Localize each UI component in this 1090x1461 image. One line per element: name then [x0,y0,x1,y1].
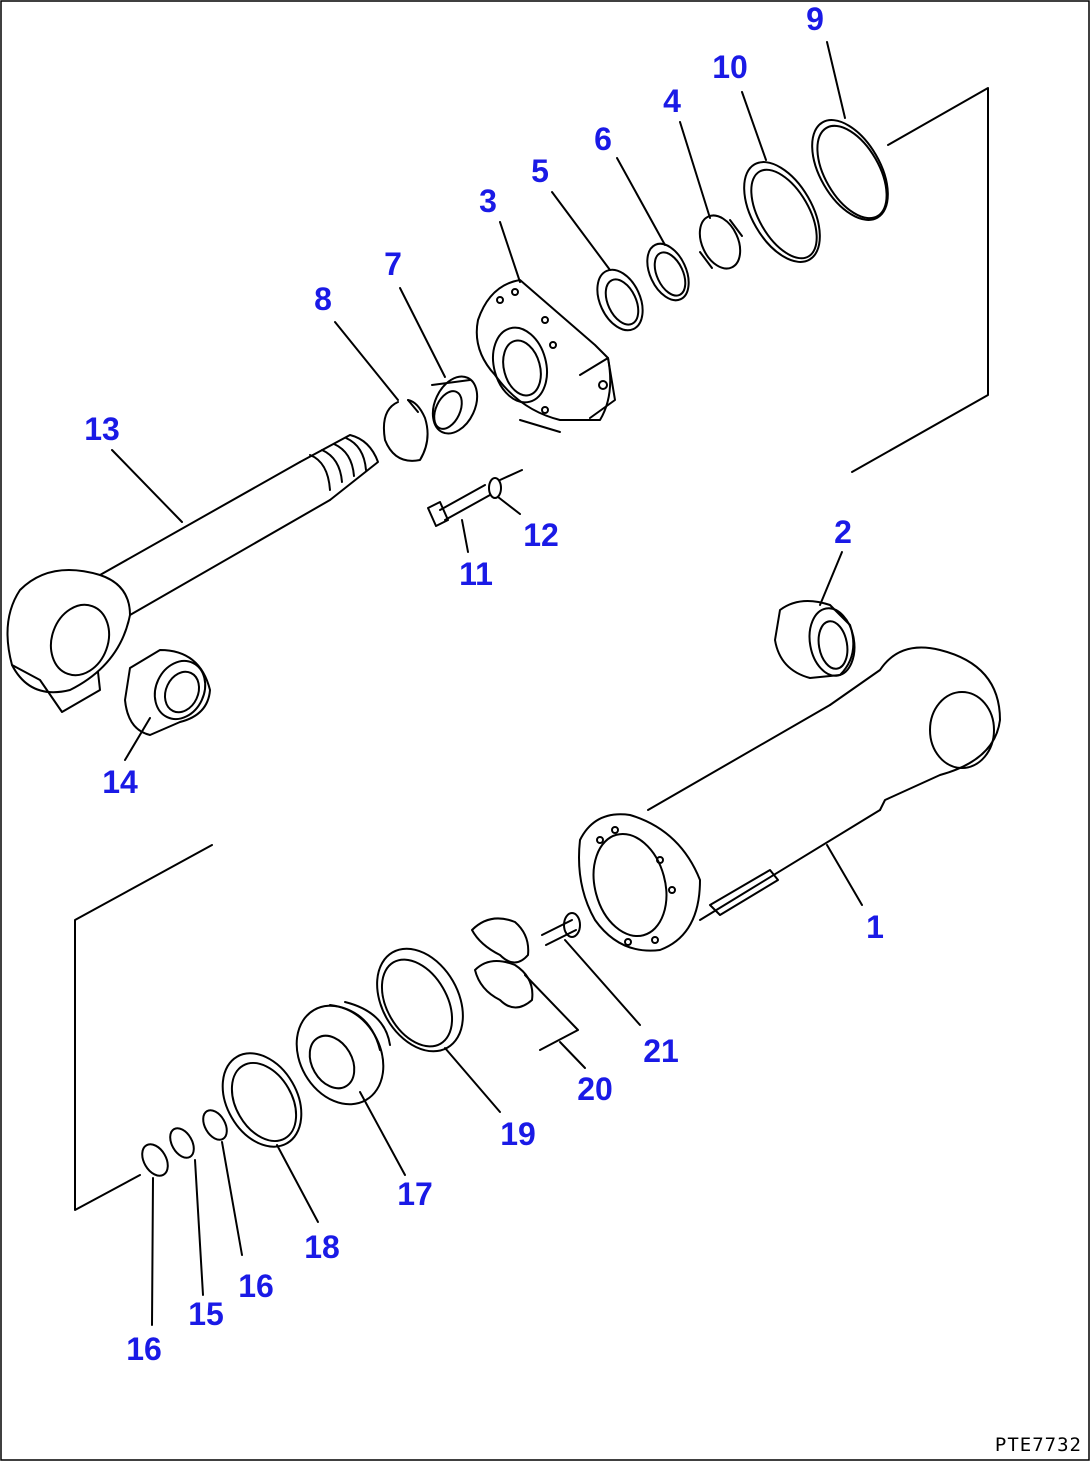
callout-21: 21 [643,1033,679,1069]
part-screw-21 [541,912,581,946]
callout-4: 4 [663,83,681,119]
callout-16-upper: 16 [238,1268,274,1304]
callout-12: 12 [523,517,559,553]
part-ring-15 [169,1127,195,1159]
part-ring-5 [596,268,644,332]
part-piston-rod [6,434,379,713]
callout-7: 7 [384,246,402,282]
callout-8: 8 [314,281,332,317]
part-rod-bushing [124,649,211,736]
callout-17: 17 [397,1176,433,1212]
part-bushing-2 [774,600,856,679]
callout-18: 18 [304,1229,340,1265]
callout-19: 19 [500,1116,536,1152]
part-rod-seal [431,375,479,435]
callout-13: 13 [84,411,120,447]
callout-3: 3 [479,183,497,219]
part-ring-16-lower [141,1143,169,1177]
callout-2: 2 [834,514,852,550]
callout-5: 5 [531,153,549,189]
part-wear-ring-19 [376,947,464,1053]
part-backup-ring-10 [743,161,821,263]
part-seal-18 [221,1052,303,1148]
lower-assembly-bracket [74,844,213,1211]
callout-16-lower: 16 [126,1331,162,1367]
part-ring-6 [646,242,690,302]
callout-11: 11 [459,556,493,592]
leader-lines [111,41,863,1326]
part-snap-ring [382,399,429,462]
callout-20: 20 [577,1071,613,1107]
callout-15: 15 [188,1296,224,1332]
part-bolt-11 [427,484,491,527]
part-bushing-4 [698,214,743,270]
callout-10: 10 [712,49,748,85]
callout-1: 1 [866,909,884,945]
part-cylinder-tube [578,646,1001,952]
callout-6: 6 [594,121,612,157]
part-o-ring-9 [811,119,889,221]
callout-14: 14 [102,764,138,800]
part-piston-17 [295,1001,391,1106]
part-cylinder-head [475,279,616,433]
callout-9: 9 [806,1,824,37]
upper-assembly-bracket [851,87,989,473]
part-retainer-20 [471,917,579,1051]
part-washer-12 [488,469,523,499]
part-ring-16-upper [202,1109,228,1141]
figure-code: PTE7732 [995,1434,1082,1456]
